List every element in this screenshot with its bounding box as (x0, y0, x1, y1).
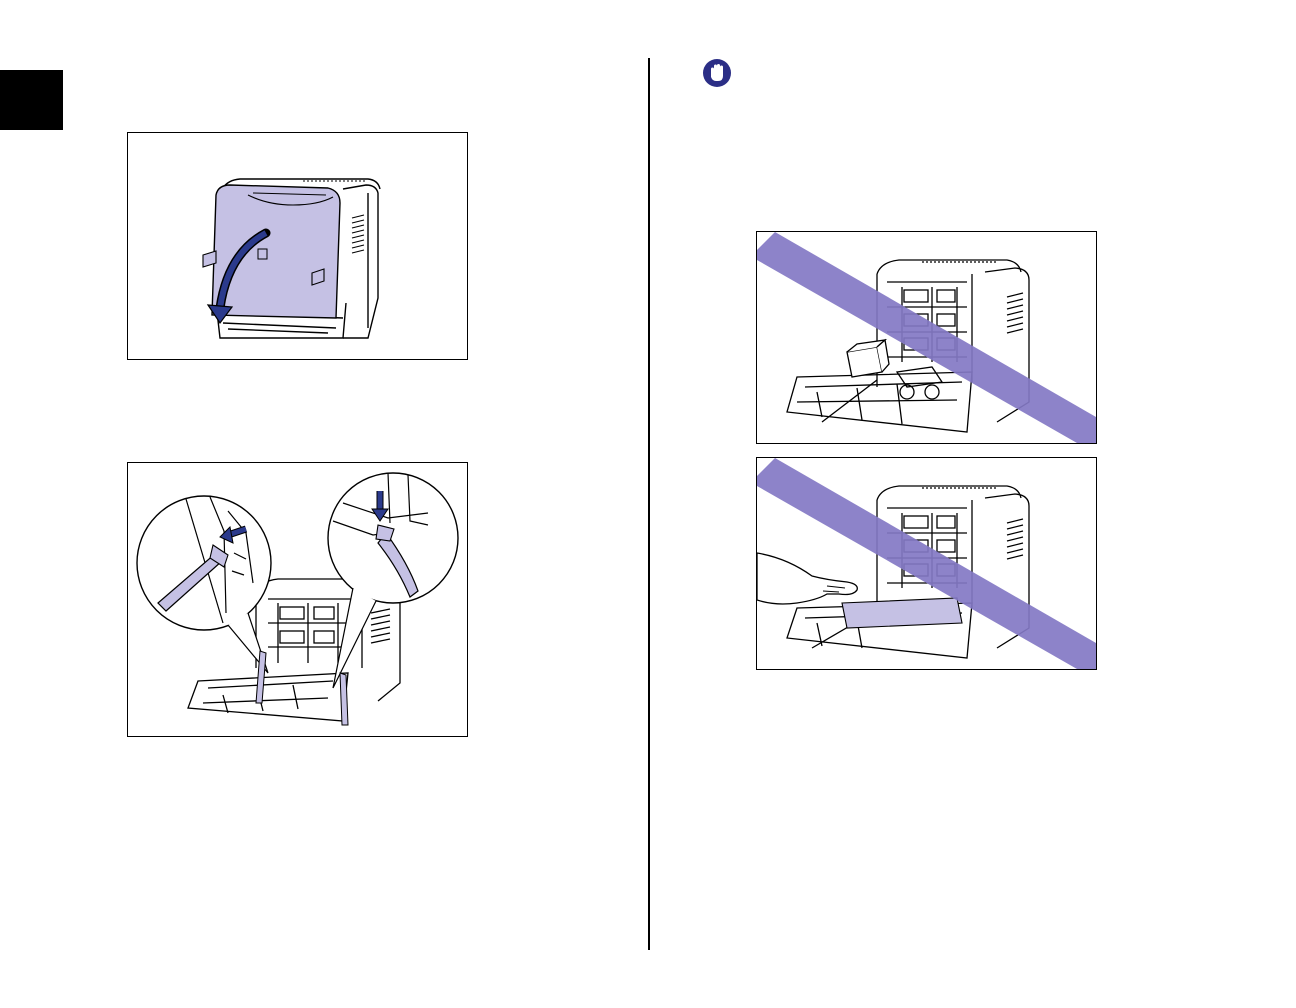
figure-open-front-cover (127, 132, 468, 360)
chapter-tab (0, 70, 63, 130)
figure-do-not-place-objects (756, 231, 1097, 444)
prohibited-touch-illustration (757, 458, 1096, 669)
front-cover-shape (212, 185, 340, 318)
prohibition-bar (757, 458, 1096, 669)
prohibited-objects-illustration (757, 232, 1096, 443)
column-divider (648, 58, 650, 950)
prohibition-bar (757, 232, 1096, 443)
stop-hand-icon (702, 58, 732, 88)
figure-pull-straps (127, 462, 468, 737)
printer-front-cover-illustration (128, 133, 467, 359)
figure-do-not-touch-belt (756, 457, 1097, 670)
printer-straps-illustration (128, 463, 467, 736)
